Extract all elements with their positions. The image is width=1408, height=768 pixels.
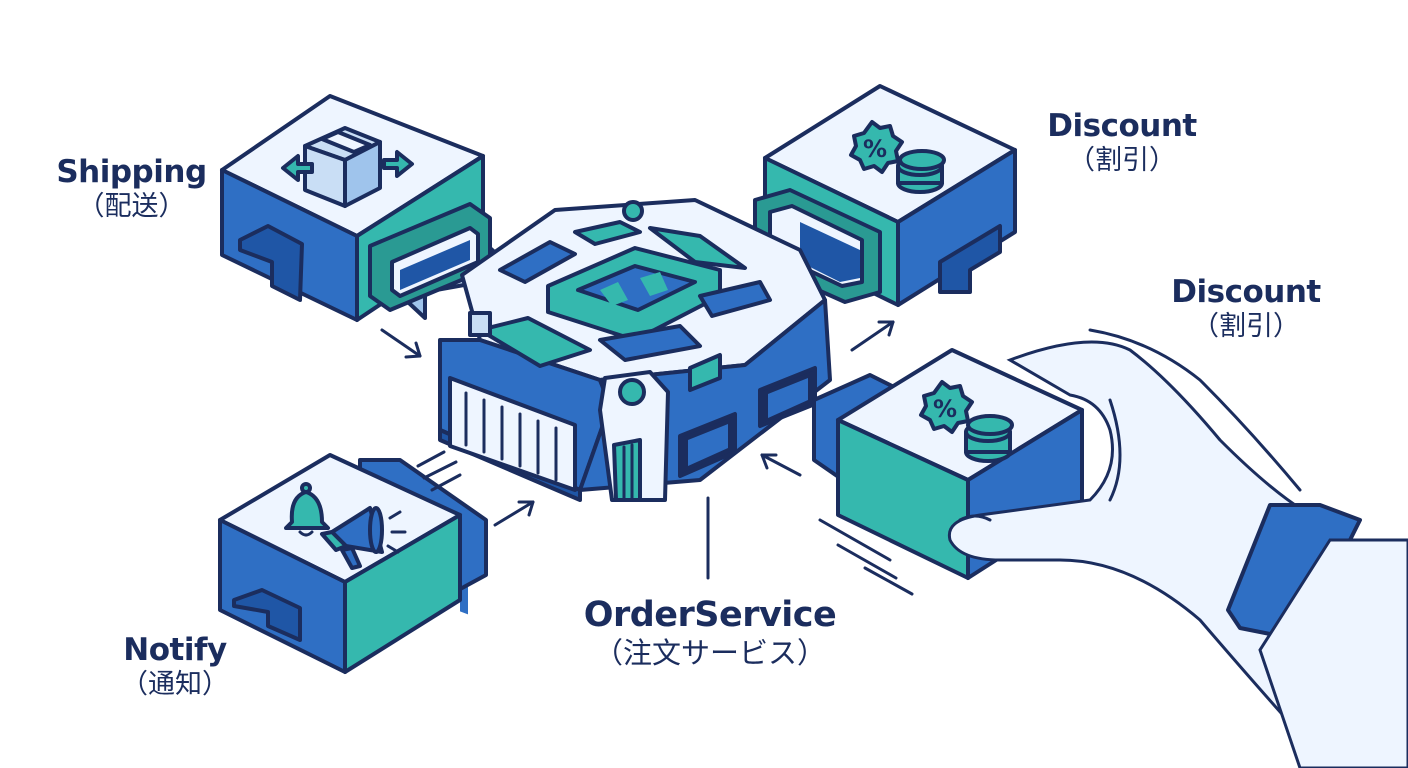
svg-text:%: %	[933, 395, 957, 423]
bell-icon	[284, 482, 330, 537]
discount-installed-label: Discount （割引）	[1032, 108, 1212, 178]
discount-module-inserting[interactable]: %	[812, 348, 1084, 580]
arrow-icon	[850, 320, 895, 352]
package-icon	[281, 126, 414, 208]
discount-new-label: Discount （割引）	[1156, 274, 1336, 344]
arrow-icon	[493, 500, 535, 527]
shipping-label-name: Shipping	[56, 154, 207, 190]
order-service-label: OrderService （注文サービス）	[560, 594, 860, 671]
arrow-icon	[760, 453, 802, 477]
shipping-label: Shipping （配送）	[44, 154, 219, 224]
discount-installed-label-sub: （割引）	[1068, 145, 1176, 177]
hand-illustration	[947, 328, 1408, 768]
discount-new-label-name: Discount	[1171, 274, 1321, 310]
order-service-label-name: OrderService	[583, 595, 837, 635]
svg-text:%: %	[863, 135, 887, 163]
shipping-label-sub: （配送）	[77, 191, 186, 223]
order-service-label-sub: （注文サービス）	[593, 636, 826, 670]
arrow-icon	[380, 328, 422, 359]
order-service-core[interactable]	[438, 198, 832, 615]
flow-arrows	[380, 320, 914, 596]
notify-module[interactable]	[218, 453, 488, 674]
percent-coins-icon-2: %	[919, 380, 1014, 463]
discount-module-installed[interactable]: %	[753, 84, 1017, 307]
shipping-module[interactable]	[220, 94, 492, 322]
discount-new-label-sub: （割引）	[1192, 311, 1300, 343]
percent-coins-icon: %	[849, 120, 946, 194]
notify-label-name: Notify	[123, 632, 227, 668]
megaphone-icon	[320, 506, 407, 570]
discount-installed-label-name: Discount	[1047, 108, 1197, 144]
notify-label-sub: （通知）	[121, 669, 229, 701]
notify-label: Notify （通知）	[100, 632, 250, 702]
